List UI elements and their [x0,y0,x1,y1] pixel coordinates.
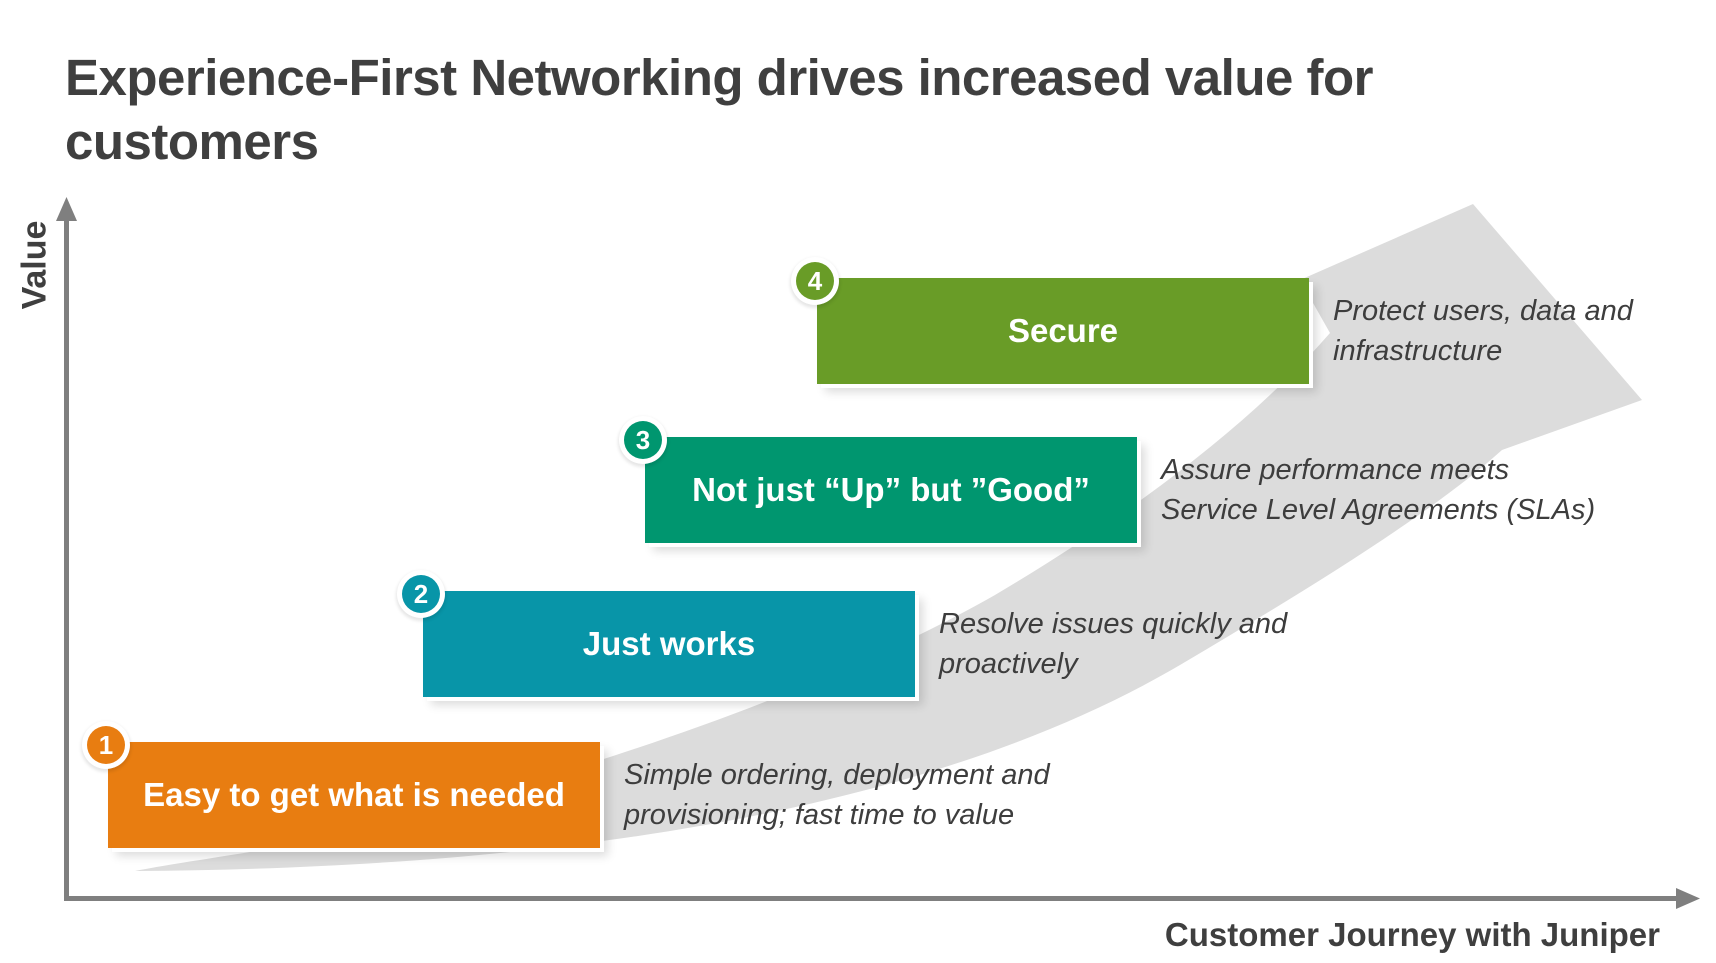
step-4-bar: Secure [817,278,1309,384]
slide-title: Experience-First Networking drives incre… [65,49,1374,171]
step-1-label: Easy to get what is needed [143,776,565,813]
y-axis-arrowhead-icon [56,197,77,221]
step-3: Not just “Up” but ”Good” 3 Assure perfor… [624,421,1595,543]
step-3-description: Assure performance meets Service Level A… [1161,453,1596,526]
y-axis-label: Value [15,220,54,310]
step-2-bar: Just works [423,591,915,697]
step-4-label: Secure [1007,312,1119,349]
step-3-bar: Not just “Up” but ”Good” [645,437,1137,543]
step-4-description: Protect users, data and infrastructure [1333,294,1633,367]
step-1-description: Simple ordering, deployment and provisio… [624,758,1050,831]
step-2-description: Resolve issues quickly and proactively [939,607,1288,680]
step-4-number-badge: 4 [796,262,834,300]
step-1: Easy to get what is needed 1 Simple orde… [87,726,1050,848]
step-4: Secure 4 Protect users, data and infrast… [796,262,1633,384]
step-1-bar: Easy to get what is needed [108,742,600,848]
step-3-label: Not just “Up” but ”Good” [692,471,1090,508]
x-axis-arrowhead-icon [1676,888,1700,909]
step-2-label: Just works [582,625,756,662]
step-1-number-badge: 1 [87,726,125,764]
x-axis-label: Customer Journey with Juniper [1164,916,1660,953]
journey-swoosh-arrow [135,204,1642,871]
step-2: Just works 2 Resolve issues quickly and … [402,575,1287,697]
step-3-number-badge: 3 [624,421,662,459]
step-2-number-badge: 2 [402,575,440,613]
